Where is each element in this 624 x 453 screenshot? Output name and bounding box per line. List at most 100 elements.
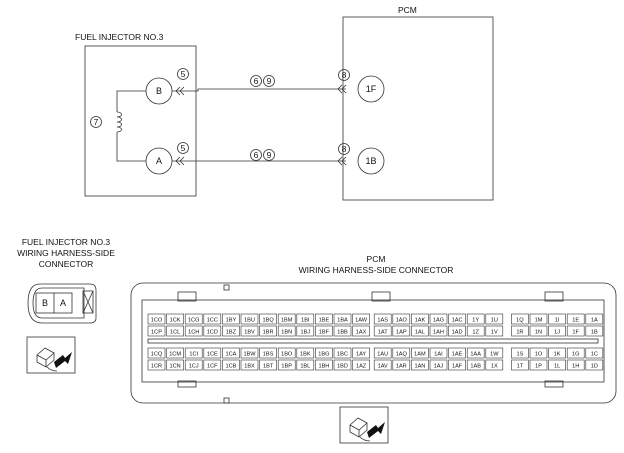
pcm-pin-label: 1Y xyxy=(472,317,479,323)
pcm-pin-label: 1BP xyxy=(281,363,292,369)
pcm-pin-cell xyxy=(392,359,411,371)
pcm-pin-label: 1BQ xyxy=(262,317,274,323)
pcm-pin-label: 1K xyxy=(554,351,561,357)
pcm-pin-cell xyxy=(585,347,604,359)
pcm-terminal-1f-label: 1F xyxy=(366,84,377,94)
pcm-pin-label: 1BW xyxy=(243,351,256,357)
callout-9-upper-text: 9 xyxy=(267,76,272,86)
callout-6-lower xyxy=(250,149,262,161)
pcm-pin-cell xyxy=(392,347,411,359)
pcm-pin-label: 1M xyxy=(535,317,543,323)
pcm-pin-label: 1CQ xyxy=(151,351,163,357)
pcm-pin-cell xyxy=(147,325,166,337)
pcm-pin-label: 1BG xyxy=(318,351,329,357)
pcm-pin-label: 1X xyxy=(491,363,498,369)
injector-coil-icon xyxy=(116,111,122,133)
pcm-pin-cell xyxy=(429,313,448,325)
pcm-pin-cell xyxy=(259,313,277,325)
injector-connector-title-3: CONNECTOR xyxy=(39,259,94,269)
pcm-title: PCM xyxy=(398,5,417,15)
pcm-pin-label: 1BD xyxy=(337,363,348,369)
pcm-pin-label: 1CP xyxy=(151,329,162,335)
coil-wire-bottom xyxy=(116,132,146,162)
pcm-pin-label: 1D xyxy=(591,363,598,369)
pcm-pin-label: 1AJ xyxy=(434,363,444,369)
pcm-pin-label: 1P xyxy=(535,363,542,369)
pcm-pin-cell xyxy=(429,359,448,371)
pcm-pin-cell xyxy=(333,359,352,371)
pcm-connector-title-1: PCM xyxy=(367,254,386,264)
pcm-pin-cell xyxy=(352,313,370,325)
pcm-pin-cell xyxy=(166,313,184,325)
pcm-pin-label: 1AP xyxy=(396,329,407,335)
pcm-pin-label: 1Q xyxy=(516,317,524,323)
pcm-pin-cell xyxy=(240,313,259,325)
pcm-pin-cell xyxy=(184,347,203,359)
pcm-pin-cell xyxy=(411,347,429,359)
callout-6-upper xyxy=(250,75,262,87)
pcm-pin-label: 1BT xyxy=(263,363,274,369)
pcm-pin-label: 1B xyxy=(591,329,598,335)
pcm-pin-cell xyxy=(296,347,315,359)
pcm-pin-cell xyxy=(203,313,222,325)
pcm-pin-cell xyxy=(511,359,529,371)
pcm-terminal-1b-label: 1B xyxy=(365,156,376,166)
pcm-pin-label: 1BH xyxy=(318,363,329,369)
pcm-pin-cell xyxy=(352,325,370,337)
callout-6-upper-text: 6 xyxy=(254,76,259,86)
pcm-pin-label: 1AL xyxy=(415,329,425,335)
pcm-pin-label: 1S xyxy=(516,351,523,357)
pcm-pin-cell xyxy=(548,325,566,337)
pcm-pin-cell xyxy=(315,325,333,337)
pcm-pin-label: 1BR xyxy=(263,329,274,335)
pcm-pin-cell xyxy=(259,359,277,371)
pcm-pin-label: 1CO xyxy=(151,317,163,323)
pcm-pin-label: 1CG xyxy=(188,317,200,323)
injector-connector-title-1: FUEL INJECTOR NO.3 xyxy=(22,237,111,247)
pcm-pin-cell xyxy=(392,313,411,325)
pcm-pin-cell xyxy=(548,313,566,325)
pcm-pin-label: 1E xyxy=(572,317,579,323)
pcm-pin-label: 1CL xyxy=(170,329,180,335)
pcm-pin-cell xyxy=(166,347,184,359)
pcm-connector-body xyxy=(130,282,617,404)
pcm-pin-cell xyxy=(411,325,429,337)
pcm-pin-cell xyxy=(429,325,448,337)
pcm-pin-cell xyxy=(277,325,296,337)
pcm-pin-cell xyxy=(429,347,448,359)
pcm-pin-cell xyxy=(296,359,315,371)
pcm-pin-cell xyxy=(529,313,548,325)
pcm-pin-label: 1AG xyxy=(433,317,444,323)
pcm-pin-label: 1BS xyxy=(263,351,274,357)
injector-connector-drawing xyxy=(27,283,97,324)
callout-9-lower xyxy=(263,149,275,161)
pcm-pin-label: 1CK xyxy=(170,317,181,323)
pcm-pin-label: 1BU xyxy=(244,317,255,323)
pcm-pin-label: 1V xyxy=(491,329,498,335)
pcm-pin-label: 1BM xyxy=(281,317,293,323)
pcm-pin-cell xyxy=(277,313,296,325)
pcm-pin-label: 1AQ xyxy=(396,351,408,357)
pcm-pin-cell xyxy=(259,325,277,337)
pcm-pin-label: 1AK xyxy=(415,317,426,323)
pcm-pin-cell xyxy=(373,347,392,359)
pcm-pin-cell xyxy=(147,359,166,371)
pcm-pin-cell xyxy=(296,313,315,325)
pcm-box xyxy=(342,16,494,201)
pcm-pin-label: 1BB xyxy=(337,329,348,335)
fuel-injector-box xyxy=(84,45,197,197)
pcm-pin-label: 1I xyxy=(555,317,560,323)
pcm-pin-cell xyxy=(240,325,259,337)
pcm-pin-label: 1BC xyxy=(337,351,348,357)
pcm-pin-cell xyxy=(166,325,184,337)
pcm-pin-cell xyxy=(184,359,203,371)
pcm-pin-label: 1BI xyxy=(301,317,310,323)
pcm-pin-cell xyxy=(529,359,548,371)
pcm-pin-label: 1CE xyxy=(207,351,218,357)
callout-5-lower xyxy=(177,142,189,154)
pcm-pin-label: 1AE xyxy=(452,351,463,357)
pcm-pin-label: 1BZ xyxy=(226,329,237,335)
callout-8-lower-text: 8 xyxy=(342,144,347,154)
pcm-pin-cell xyxy=(333,313,352,325)
pcm-pin-cell xyxy=(184,325,203,337)
